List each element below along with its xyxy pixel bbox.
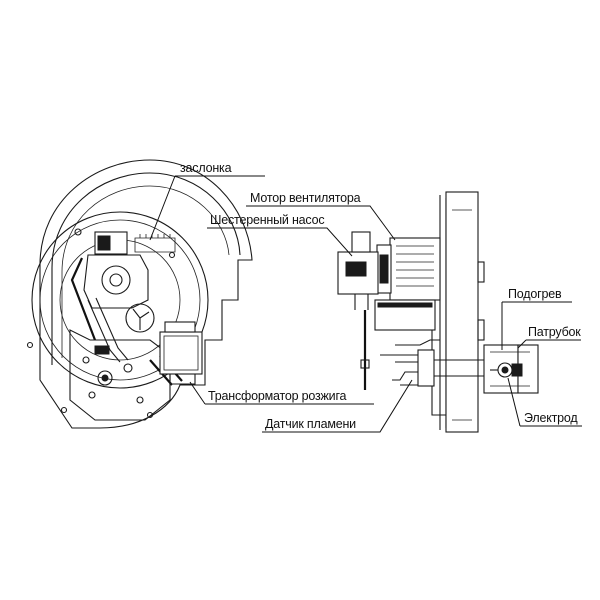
label-flame-sensor: Датчик пламени xyxy=(265,417,356,431)
leader-lines xyxy=(149,175,582,433)
callout-labels: заслонка Мотор вентилятора Шестеренный н… xyxy=(180,161,581,431)
label-electrode: Электрод xyxy=(524,411,578,425)
burner-front-view xyxy=(26,159,253,429)
label-ignition-transformer: Трансформатор розжига xyxy=(208,389,347,403)
label-zaslonka: заслонка xyxy=(180,161,232,175)
burner-side-view xyxy=(337,191,539,433)
label-preheat: Подогрев xyxy=(508,287,562,301)
label-nozzle: Патрубок xyxy=(528,325,581,339)
label-gear-pump: Шестеренный насос xyxy=(210,213,324,227)
label-fan-motor: Мотор вентилятора xyxy=(250,191,361,205)
